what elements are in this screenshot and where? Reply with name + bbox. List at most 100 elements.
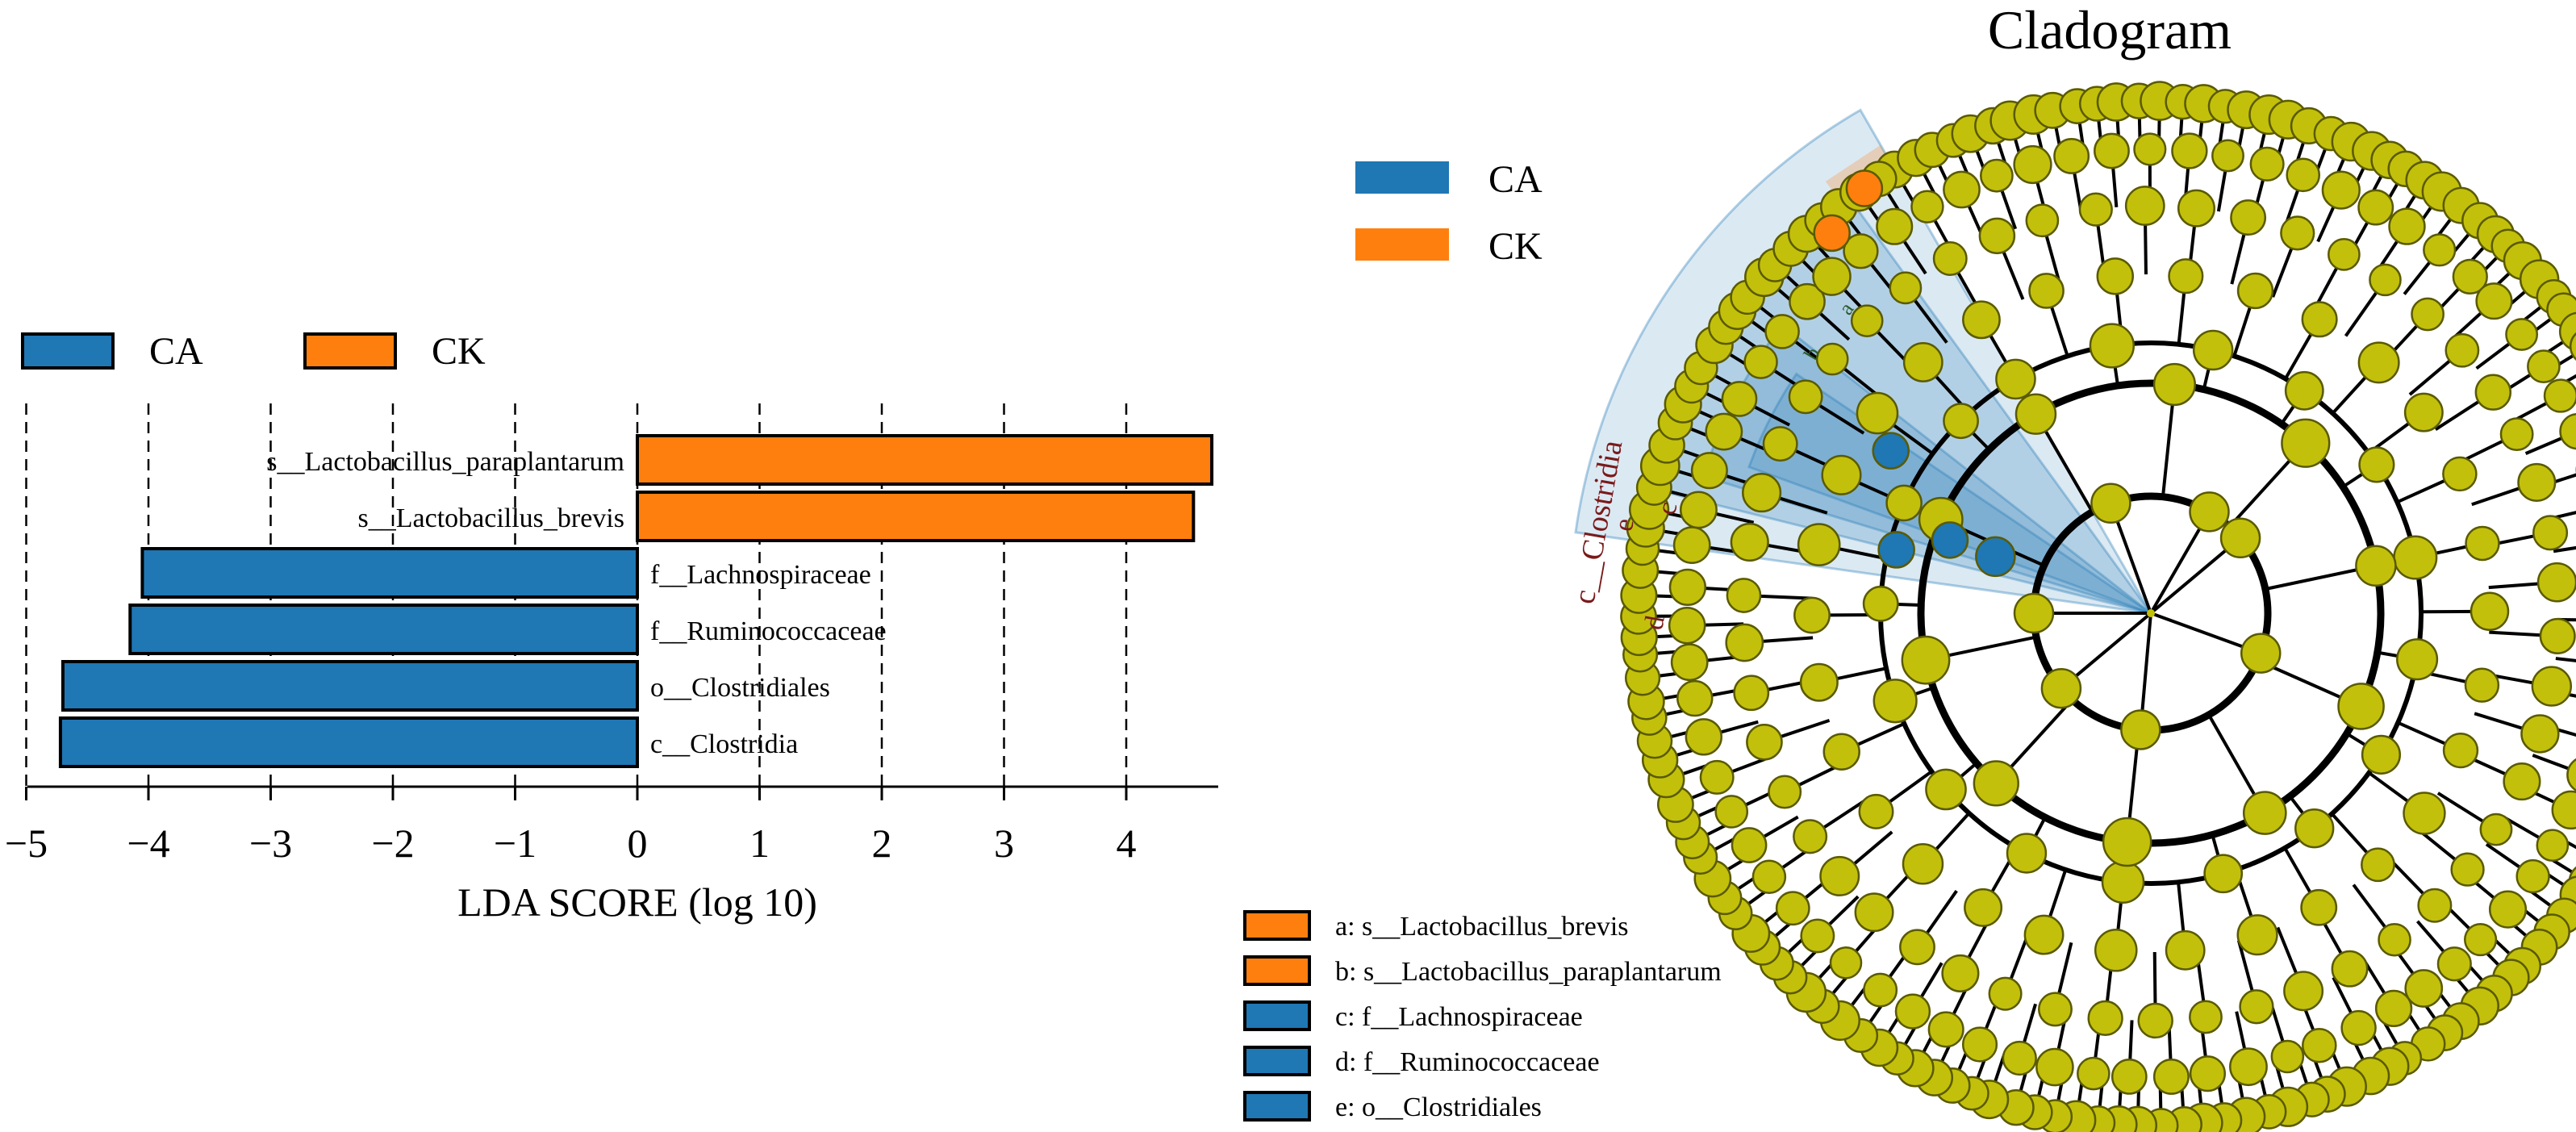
cladogram-node <box>1668 568 1707 607</box>
cladogram-node <box>2532 515 2569 551</box>
cladogram-node <box>2328 237 2361 271</box>
cladogram-node <box>1843 233 1879 269</box>
cladogram-node <box>1854 892 1894 933</box>
cladogram-node <box>2559 413 2576 450</box>
clade-label-d: d <box>1639 613 1670 632</box>
cladogram-node <box>1943 403 1979 440</box>
cladogram-node <box>2393 535 2438 580</box>
cladogram-node <box>2023 914 2065 955</box>
cladogram-node <box>1690 452 1728 490</box>
cladogram-node <box>2450 852 2485 887</box>
cladogram-node <box>2053 138 2090 174</box>
cladogram-node <box>2388 207 2426 245</box>
cladogram-legend-ck-swatch <box>1355 228 1449 261</box>
cladogram-node <box>1668 606 1706 645</box>
cladogram-node <box>1964 888 2003 927</box>
cladogram-node <box>2569 332 2576 361</box>
cladogram-node <box>2211 139 2244 173</box>
cladogram-key-swatch <box>1243 910 1311 941</box>
cladogram-node <box>2014 393 2057 435</box>
cladogram-node <box>2165 929 2206 971</box>
cladogram-node <box>2417 888 2453 923</box>
cladogram-node <box>2536 562 2576 603</box>
cladogram-node <box>2028 273 2065 309</box>
cladogram-node <box>1670 643 1709 682</box>
lda-bar-label: s__Lactobacillus_paraplantarum <box>266 447 624 477</box>
cladogram-node <box>2101 860 2145 904</box>
cladogram-node <box>1714 795 1749 829</box>
cladogram-node <box>1980 158 2014 193</box>
cladogram-node <box>1822 733 1860 771</box>
cladogram-node <box>1789 282 1826 320</box>
cladogram-node <box>2189 491 2230 533</box>
cladogram-node <box>2302 1027 2337 1063</box>
cladogram-node <box>2411 297 2444 332</box>
cladogram-title: Cladogram <box>1988 0 2232 61</box>
cladogram-node <box>2236 914 2278 956</box>
cladogram-node <box>2403 792 2446 835</box>
cladogram-node <box>2096 257 2135 295</box>
cladogram-node <box>1899 929 1935 966</box>
cladogram-node <box>1872 432 1910 470</box>
cladogram-highlight-sector <box>1574 108 2153 615</box>
cladogram-node <box>1961 1026 1998 1063</box>
cladogram-legend-ca-swatch <box>1355 161 1449 194</box>
cladogram-node <box>2505 318 2539 351</box>
lda-legend: CA CK <box>21 330 486 373</box>
lda-legend-ck-swatch <box>303 332 397 370</box>
cladogram-node <box>2374 989 2413 1028</box>
cladogram-node <box>2249 146 2285 182</box>
cladogram-node <box>2025 203 2060 238</box>
cladogram-node <box>2236 272 2274 310</box>
lda-legend-ck-label: CK <box>432 330 486 373</box>
cladogram-node <box>2152 1058 2190 1095</box>
cladogram-node <box>2110 1059 2148 1095</box>
cladogram-node <box>2002 1040 2037 1076</box>
cladogram-legend: CA CK <box>1355 158 1543 268</box>
cladogram-node <box>2087 1000 2123 1036</box>
cladogram-node <box>1762 426 1798 462</box>
cladogram-node <box>2229 1047 2268 1087</box>
cladogram-node <box>2133 132 2167 166</box>
cladogram-node <box>1764 314 1800 349</box>
cladogram-node <box>1812 257 1852 296</box>
cladogram-node <box>2013 592 2055 634</box>
cladogram-node <box>2006 833 2048 874</box>
cladogram-node <box>2488 890 2528 929</box>
lda-bar-label: f__Lachnospiraceae <box>650 560 871 590</box>
lda-tick-label: 1 <box>749 821 770 866</box>
cladogram-node <box>1858 793 1894 829</box>
cladogram-node <box>1973 760 2019 807</box>
cladogram-node <box>2281 418 2331 468</box>
cladogram-node <box>2470 591 2510 632</box>
cladogram-node <box>1751 859 1787 895</box>
cladogram-node <box>1901 635 1951 685</box>
cladogram-node <box>1910 190 1944 223</box>
cladogram-node <box>2242 791 2287 835</box>
cladogram-node <box>2520 714 2560 754</box>
cladogram: Cladogram CA CK c__Clostridia e d c b a … <box>1243 0 2576 1132</box>
cladogram-key-label: e: o__Clostridiales <box>1335 1092 1542 1122</box>
cladogram-nodes <box>1620 81 2576 1132</box>
lda-bar-label: s__Lactobacillus_brevis <box>358 503 624 533</box>
cladogram-node <box>2321 170 2361 210</box>
cladogram-node <box>2137 1002 2173 1039</box>
lda-tick-label: 3 <box>994 821 1014 866</box>
cladogram-node <box>1742 473 1782 513</box>
cladogram-node <box>2444 332 2480 368</box>
lda-tick-label: −5 <box>5 821 48 866</box>
cladogram-node <box>2517 462 2557 502</box>
lda-bar-label: f__Ruminococcaceae <box>650 616 887 646</box>
cladogram-node <box>2152 362 2196 407</box>
cladogram-node <box>2090 482 2131 524</box>
cladogram-node <box>1889 271 1923 305</box>
cladogram-node <box>2270 1039 2305 1074</box>
cladogram-node <box>1793 596 1831 634</box>
cladogram-node <box>1793 819 1828 854</box>
cladogram-node <box>2171 132 2208 169</box>
cladogram-node <box>1995 358 2036 400</box>
cladogram-node <box>2283 971 2324 1012</box>
cladogram-node <box>1821 454 1862 495</box>
